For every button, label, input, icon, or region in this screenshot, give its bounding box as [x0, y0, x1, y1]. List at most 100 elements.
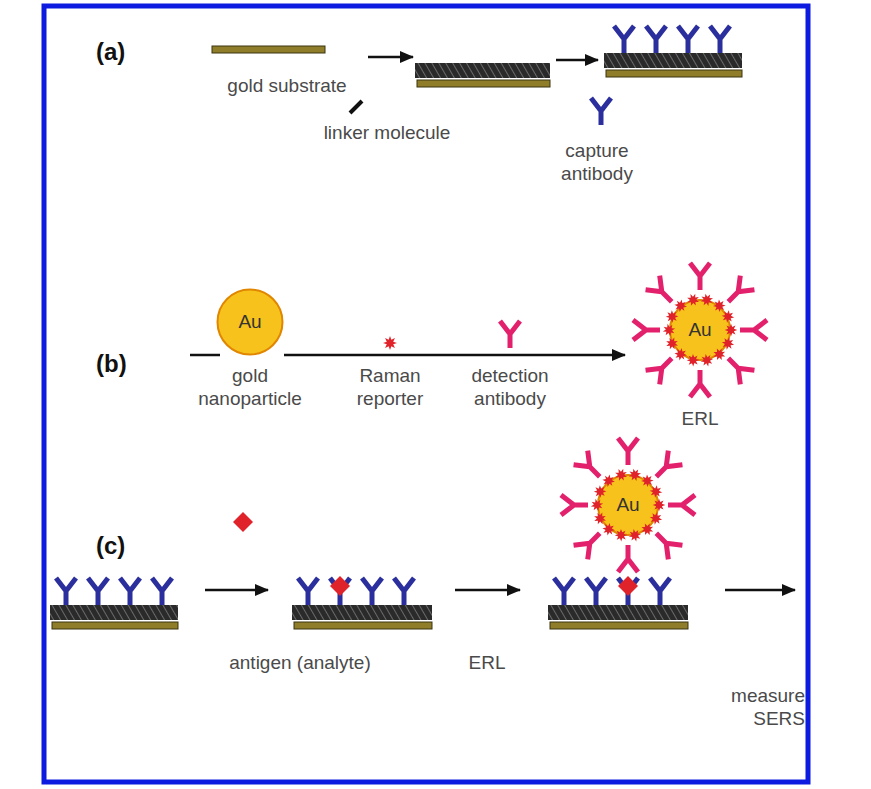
capture-antibody [678, 26, 698, 53]
gold-substrate [606, 70, 742, 77]
capture-antibody [650, 578, 670, 605]
part-label: ERL [457, 652, 517, 675]
erl-particle: AuERL [625, 255, 775, 405]
gold-substrate [52, 622, 178, 629]
detection-antibody [646, 351, 679, 384]
antigen [233, 512, 253, 532]
antigen [618, 576, 638, 596]
raman-reporter [653, 499, 666, 512]
raman-reporter [698, 291, 715, 308]
detection-antibody [690, 370, 710, 397]
detection-antibody [633, 320, 660, 340]
raman-reporter [592, 510, 609, 527]
raman-reporter [673, 299, 687, 313]
capture-antibody [56, 578, 76, 605]
panel-letter: (c) [96, 532, 156, 561]
frame [44, 6, 808, 782]
step-arrow [205, 589, 268, 592]
part-label: gold substrate [207, 75, 367, 98]
particle-caption: gold nanoparticle [190, 365, 310, 411]
raman-reporter [698, 352, 715, 369]
linker-layer [50, 605, 178, 620]
gold-substrate [294, 622, 432, 629]
element-symbol: Au [625, 255, 775, 405]
detection-antibody [721, 351, 754, 384]
step-arrow [556, 59, 598, 62]
part-label: measure SERS [710, 685, 805, 731]
raman-reporter [710, 297, 728, 315]
capture-antibody [591, 98, 611, 125]
detection-antibody [574, 451, 607, 484]
panel-letter: (b) [96, 350, 156, 379]
step-arrow [368, 56, 413, 59]
raman-reporter [613, 467, 629, 483]
linker-layer [548, 605, 688, 620]
capture-antibody [298, 578, 318, 605]
capture-antibody [586, 578, 606, 605]
capture-antibody [394, 578, 414, 605]
gold-substrate [550, 622, 688, 629]
capture-antibody [362, 578, 382, 605]
raman-reporter [725, 324, 738, 337]
raman-reporter [684, 351, 702, 369]
raman-reporter [664, 335, 681, 352]
raman-reporter [719, 308, 737, 326]
capture-antibody [554, 578, 574, 605]
part-label: Raman reporter [345, 365, 435, 411]
detection-antibody [574, 526, 607, 559]
linker-layer [292, 605, 432, 620]
detection-antibody [721, 276, 754, 309]
raman-reporter [601, 474, 615, 488]
raman-reporter [647, 483, 665, 501]
raman-reporter [639, 521, 655, 537]
part-label: capture antibody [547, 140, 647, 186]
part-label: antigen (analyte) [205, 652, 395, 675]
detection-antibody [649, 451, 682, 484]
linker-molecule [350, 101, 362, 113]
gold-substrate [212, 46, 325, 53]
part-label: detection antibody [460, 365, 560, 411]
detection-antibody [500, 321, 520, 348]
erl-particle: Au [553, 430, 703, 580]
detection-antibody [668, 495, 695, 515]
process-arrow [284, 354, 625, 357]
detection-antibody [618, 438, 638, 465]
raman-reporter [638, 472, 656, 490]
detection-antibody [649, 526, 682, 559]
antigen [330, 576, 350, 596]
raman-reporter [685, 292, 701, 308]
detection-antibody [618, 545, 638, 572]
capture-antibody [120, 578, 140, 605]
step-arrow [725, 589, 795, 592]
linker-layer [415, 63, 550, 78]
capture-antibody [710, 26, 730, 53]
raman-reporter [594, 485, 607, 498]
arrow-tail [190, 354, 220, 357]
detection-antibody [646, 276, 679, 309]
capture-antibody [646, 26, 666, 53]
panel-letter: (a) [96, 38, 156, 67]
raman-reporter [383, 336, 397, 350]
raman-reporter [626, 466, 643, 483]
raman-reporter [589, 497, 604, 512]
element-symbol: Au [216, 288, 284, 356]
raman-reporter [612, 526, 630, 544]
step-arrow [455, 589, 520, 592]
raman-reporter [626, 527, 643, 544]
detection-antibody [690, 263, 710, 290]
capture-antibody [152, 578, 172, 605]
raman-reporter [649, 511, 664, 526]
capture-antibody [88, 578, 108, 605]
raman-reporter [711, 346, 727, 362]
gold-substrate [417, 80, 550, 87]
particle-caption: ERL [670, 408, 730, 431]
raman-reporter [721, 336, 736, 351]
part-label: linker molecule [302, 122, 472, 145]
raman-reporter [661, 322, 676, 337]
detection-antibody [561, 495, 588, 515]
capture-antibody [614, 26, 634, 53]
